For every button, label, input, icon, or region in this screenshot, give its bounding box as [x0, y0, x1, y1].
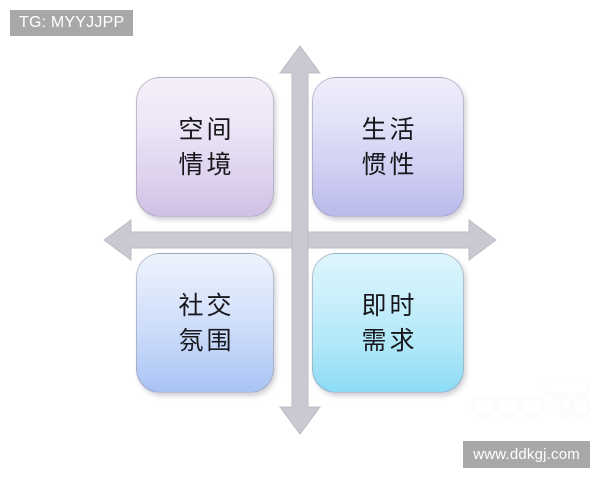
quadrant-top-left-line2: 情境 [178, 150, 235, 179]
quadrant-top-right-line1: 生活 [361, 114, 418, 144]
watermark-top-left: TG: MYYJJPP [10, 10, 134, 36]
quadrant-top-right-line2: 惯性 [361, 150, 418, 179]
quadrant-bottom-right-line2: 需求 [361, 326, 418, 355]
quadrant-top-left[interactable]: 空间 情境 [136, 77, 274, 217]
ghost-watermark [470, 380, 592, 420]
quadrant-bottom-left-line1: 社交 [178, 290, 235, 320]
quadrant-top-right[interactable]: 生活 惯性 [312, 77, 464, 217]
quadrant-bottom-right[interactable]: 即时 需求 [312, 253, 464, 393]
quadrant-top-left-line1: 空间 [178, 114, 235, 144]
watermark-bottom-right: www.ddkgj.com [463, 441, 590, 468]
quadrant-bottom-left-line2: 氛围 [178, 326, 235, 355]
quadrant-bottom-right-line1: 即时 [361, 290, 418, 320]
quadrant-bottom-left[interactable]: 社交 氛围 [136, 253, 274, 393]
